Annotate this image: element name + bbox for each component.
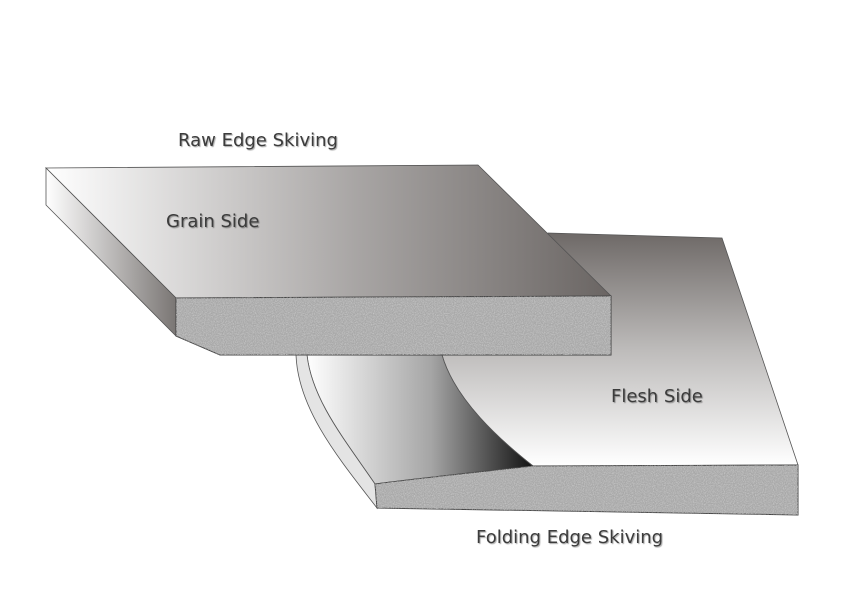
raw-edge-skiving-label: Raw Edge Skiving xyxy=(178,130,338,151)
grain-side-label: Grain Side xyxy=(166,211,260,232)
folding-edge-skiving-label: Folding Edge Skiving xyxy=(476,527,664,548)
raw-edge-texture xyxy=(176,296,611,355)
flesh-side-label: Flesh Side xyxy=(611,386,703,407)
cross-section-texture xyxy=(375,465,798,515)
